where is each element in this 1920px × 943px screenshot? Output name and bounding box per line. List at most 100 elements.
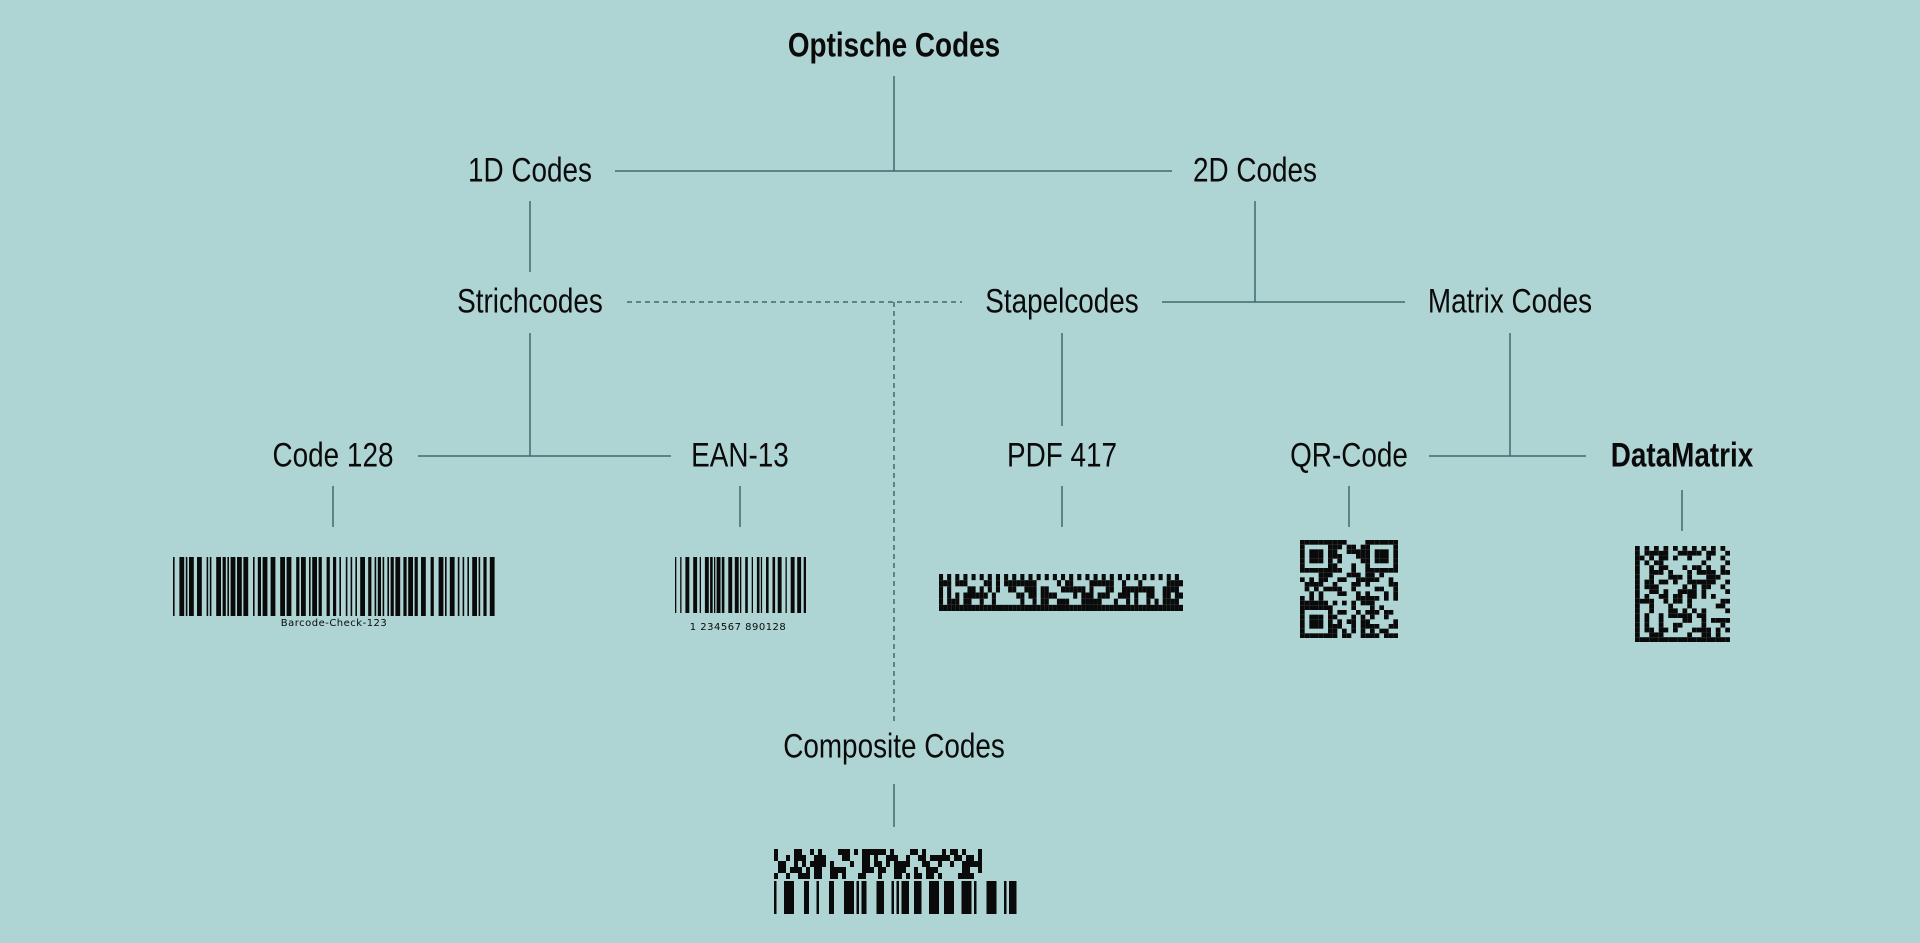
module [1384, 614, 1389, 620]
module [1069, 604, 1074, 611]
module [1393, 554, 1398, 559]
module [958, 873, 962, 879]
module [1020, 592, 1025, 599]
pdf417-barcode-image [939, 574, 1183, 611]
node-code128: Code 128 [272, 436, 394, 475]
module [1134, 586, 1139, 593]
module [1365, 540, 1370, 545]
module [862, 867, 866, 873]
module [1370, 596, 1375, 601]
module [1093, 604, 1098, 611]
module [1673, 627, 1678, 633]
module [1379, 568, 1384, 573]
node-composite-codes: Composite Codes [783, 727, 1005, 766]
module [1134, 574, 1139, 581]
bar [804, 881, 809, 914]
module [1654, 637, 1659, 642]
module [966, 855, 970, 861]
module [914, 873, 918, 879]
module [955, 574, 960, 581]
module [942, 849, 946, 855]
module [1360, 577, 1366, 582]
bar [395, 557, 401, 616]
module [1300, 549, 1305, 554]
node-strichcodes: Strichcodes [457, 282, 603, 321]
module [1142, 574, 1147, 581]
ean13-caption: 1 234567 890128 [689, 622, 787, 633]
module [822, 861, 826, 867]
module [1384, 568, 1389, 573]
module [1370, 540, 1375, 545]
module [1346, 549, 1352, 554]
module [1673, 594, 1678, 599]
module [870, 867, 874, 873]
module [798, 855, 802, 861]
module [1720, 546, 1726, 551]
module [774, 855, 778, 861]
module [1061, 586, 1066, 593]
bar [896, 881, 899, 914]
bar [974, 881, 977, 914]
module [1126, 598, 1131, 605]
module [1635, 608, 1640, 614]
module [1174, 598, 1179, 605]
node-2d-codes: 2D Codes [1193, 151, 1317, 190]
module [1300, 596, 1305, 601]
module [1644, 613, 1650, 618]
module [1682, 637, 1688, 642]
module [1365, 591, 1370, 596]
module [898, 867, 902, 873]
module [971, 604, 976, 611]
module [1300, 554, 1305, 559]
module [963, 598, 968, 605]
module [814, 861, 818, 867]
module [934, 867, 938, 873]
bar [414, 557, 418, 616]
bar [716, 557, 721, 613]
module [818, 861, 822, 867]
module [947, 574, 952, 581]
module [1174, 580, 1179, 587]
module [1332, 540, 1338, 545]
module [1105, 604, 1110, 611]
module [1673, 598, 1678, 604]
module [1365, 549, 1370, 554]
module [1318, 619, 1324, 624]
module [1393, 544, 1398, 550]
module [1682, 550, 1688, 556]
module [1687, 603, 1692, 609]
module [1725, 618, 1730, 623]
module [1332, 586, 1338, 592]
bar [438, 557, 444, 616]
module [930, 855, 934, 861]
module [1138, 580, 1143, 587]
module [1639, 598, 1645, 604]
module [1649, 550, 1654, 556]
module [1711, 546, 1716, 551]
module [987, 586, 992, 593]
module [1323, 600, 1328, 606]
module [1649, 598, 1654, 604]
module [1673, 579, 1678, 585]
module [894, 873, 898, 879]
module [947, 604, 952, 611]
module [1393, 633, 1398, 638]
module [1328, 619, 1333, 624]
module [1374, 549, 1380, 554]
module [1658, 627, 1664, 633]
module [1374, 624, 1380, 629]
module [786, 855, 790, 861]
module [1706, 584, 1711, 590]
module [1117, 574, 1122, 581]
module [1300, 628, 1305, 634]
module [902, 861, 906, 867]
bar [803, 557, 806, 613]
module [1374, 633, 1380, 638]
module [1649, 608, 1654, 614]
module [1309, 596, 1314, 601]
module [1146, 604, 1151, 611]
module [979, 586, 984, 593]
module [1682, 546, 1688, 551]
module [798, 867, 802, 873]
module [842, 855, 846, 861]
